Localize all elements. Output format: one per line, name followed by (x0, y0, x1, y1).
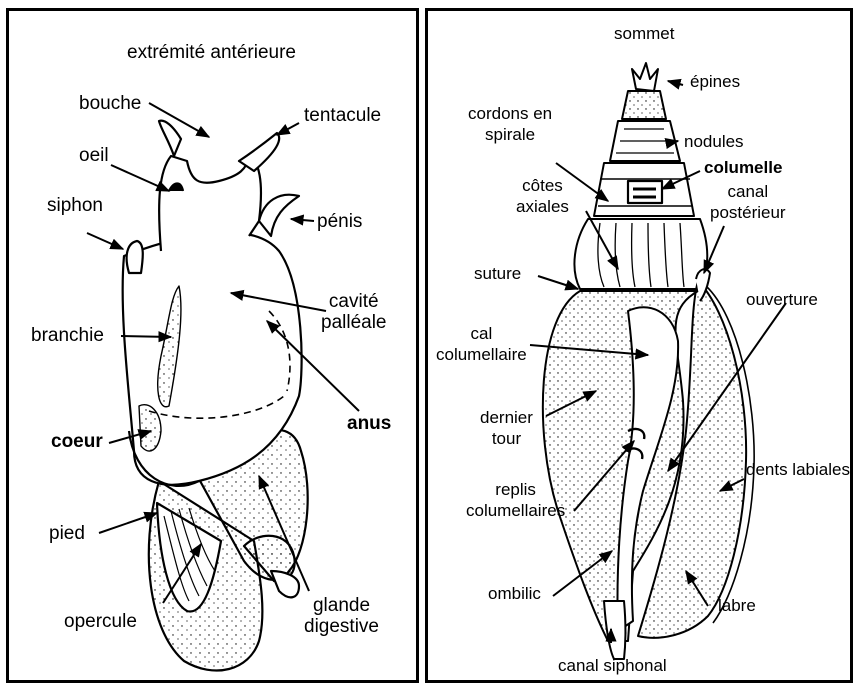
label-cavite-palleale: cavité palléale (321, 291, 387, 333)
label-cotes-axiales: côtes axiales (516, 175, 569, 217)
label-ouverture: ouverture (746, 289, 818, 310)
panel-animal-anatomy: extrémité antérieure bouche tentacule oe… (6, 8, 419, 683)
label-tentacule: tentacule (304, 105, 381, 126)
label-siphon: siphon (47, 195, 103, 216)
apex-spines (632, 63, 658, 91)
label-canal-post-line1: canal (710, 181, 786, 202)
label-anus: anus (347, 413, 391, 434)
title-anterior-end: extrémité antérieure (127, 42, 296, 63)
label-glande-line1: glande (304, 595, 379, 616)
label-pied: pied (49, 523, 85, 544)
siphon-shape (127, 241, 143, 273)
tentacle-left (159, 121, 181, 156)
label-epines: épines (690, 71, 740, 92)
label-sommet: sommet (614, 23, 674, 44)
label-cotes-line2: axiales (516, 196, 569, 217)
label-replis-line2: columellaires (466, 500, 565, 521)
label-cordons-line2: spirale (468, 124, 552, 145)
label-opercule: opercule (64, 611, 137, 632)
label-glande-line2: digestive (304, 616, 379, 637)
penis-shape (259, 195, 299, 236)
label-dernier-tour: dernier tour (480, 407, 533, 449)
siphonal-canal (604, 601, 626, 659)
label-cotes-line1: côtes (516, 175, 569, 196)
label-cal-columellaire: cal columellaire (436, 323, 527, 365)
label-oeil: oeil (79, 145, 109, 166)
tentacle-right (239, 133, 279, 171)
label-penis: pénis (317, 211, 362, 232)
label-canal-siphonal: canal siphonal (558, 655, 667, 676)
label-replis-line1: replis (466, 479, 565, 500)
label-cordons-line1: cordons en (468, 103, 552, 124)
label-columelle: columelle (704, 157, 782, 178)
label-canal-post-line2: postérieur (710, 202, 786, 223)
label-suture: suture (474, 263, 521, 284)
spire-whorl-1 (622, 91, 666, 119)
label-dernier-line1: dernier (480, 407, 533, 428)
label-cordons-spirale: cordons en spirale (468, 103, 552, 145)
label-replis-columellaires: replis columellaires (466, 479, 565, 521)
label-ombilic: ombilic (488, 583, 541, 604)
panel-shell-morphology: sommet épines cordons en spirale nodules… (425, 8, 853, 683)
label-cavite-line1: cavité (321, 291, 387, 312)
label-nodules: nodules (684, 131, 744, 152)
label-canal-posterieur: canal postérieur (710, 181, 786, 223)
label-bouche: bouche (79, 93, 141, 114)
label-cal-line2: columellaire (436, 344, 527, 365)
label-dernier-line2: tour (480, 428, 533, 449)
label-labre: labre (718, 595, 756, 616)
label-branchie: branchie (31, 325, 104, 346)
axial-ribs-whorl (574, 219, 707, 289)
label-cavite-line2: palléale (321, 312, 387, 333)
label-glande-digestive: glande digestive (304, 595, 379, 637)
label-cal-line1: cal (436, 323, 527, 344)
label-coeur: coeur (51, 431, 103, 452)
label-dents-labiales: dents labiales (746, 459, 850, 480)
